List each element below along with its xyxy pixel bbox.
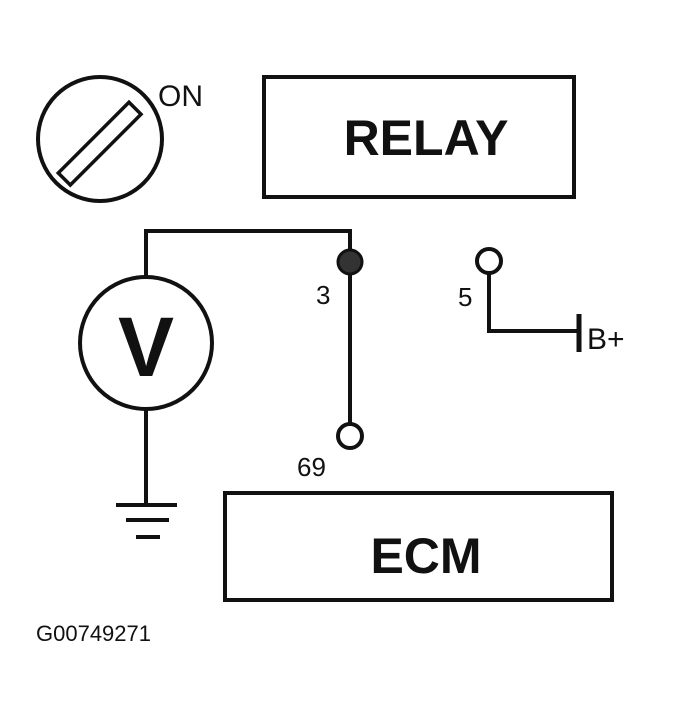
- ecm-box: [223, 491, 614, 602]
- pin-3-label: 3: [316, 280, 330, 310]
- wires: [144, 229, 577, 503]
- switch-on-label: ON: [158, 80, 203, 113]
- pin-5-terminal: [475, 247, 503, 275]
- ecm-label: ECM: [370, 528, 481, 584]
- voltmeter: V: [78, 275, 214, 411]
- voltmeter-label: V: [118, 300, 174, 394]
- voltmeter-icon: [78, 275, 214, 411]
- supply-label: B+: [587, 323, 625, 356]
- relay-label: RELAY: [344, 110, 509, 166]
- figure-id: G00749271: [36, 621, 151, 646]
- pin-5-label: 5: [458, 282, 472, 312]
- relay-box: [262, 75, 576, 199]
- pin-69-label: 69: [297, 452, 326, 482]
- pin-69-terminal: [336, 422, 364, 450]
- ground-icon: [116, 503, 177, 539]
- ignition-switch-icon: [36, 75, 164, 203]
- pin-3-terminal: [336, 248, 364, 276]
